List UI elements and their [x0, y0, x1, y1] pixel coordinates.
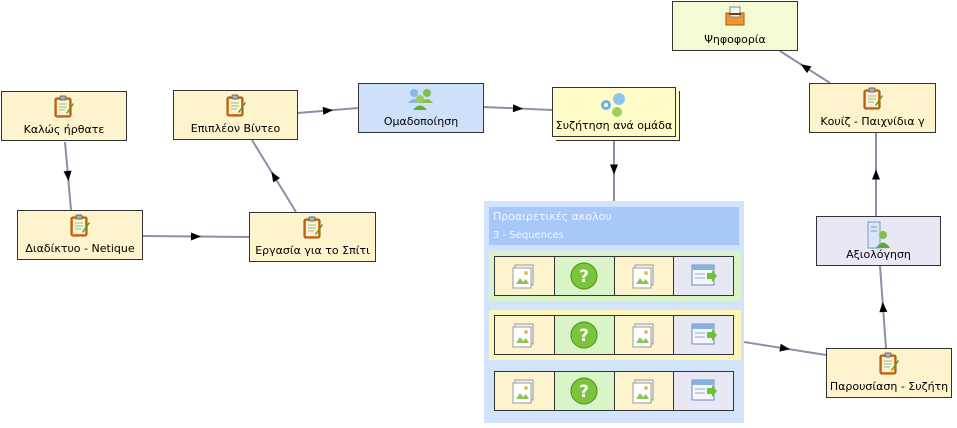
arrow-head	[879, 302, 888, 313]
node-netiquette[interactable]: Διαδίκτυο - Netique	[17, 210, 143, 260]
arrow-head	[63, 170, 72, 181]
arrow-head	[322, 106, 333, 115]
sequence-2[interactable]: ?	[489, 310, 741, 360]
arrow-head	[190, 232, 201, 241]
notebook-icon	[69, 214, 91, 241]
arrow-head	[512, 104, 523, 113]
sequence-activity[interactable]	[674, 316, 733, 354]
node-group-chat[interactable]: Συζήτηση ανά ομάδα	[552, 87, 676, 137]
node-label: Καλώς ήρθατε	[23, 123, 105, 136]
node-grouping[interactable]: Ομαδοποίηση	[358, 83, 484, 133]
people-icon	[405, 87, 437, 114]
notebook-icon	[53, 95, 75, 122]
node-presentation[interactable]: Παρουσίαση - Συζήτη	[826, 348, 952, 398]
node-welcome[interactable]: Καλώς ήρθατε	[1, 91, 127, 141]
arrow-head	[610, 164, 618, 175]
notebook-icon	[302, 216, 324, 243]
node-label: Ομαδοποίηση	[383, 115, 459, 128]
node-label: Επιπλέον Βίντεο	[190, 122, 281, 135]
node-label: Συζήτηση ανά ομάδα	[555, 119, 673, 132]
sequence-activity[interactable]	[495, 257, 555, 295]
sequence-3[interactable]: ?	[489, 366, 741, 416]
sequence-activity[interactable]	[495, 316, 555, 354]
sequence-activity[interactable]: ?	[554, 372, 615, 410]
notebook-icon	[862, 87, 884, 114]
arrow-head	[872, 169, 880, 180]
arrow-head	[779, 343, 790, 352]
assessment-icon	[866, 220, 892, 255]
node-voting[interactable]: Ψηφοφορία	[672, 1, 798, 51]
node-extra-video[interactable]: Επιπλέον Βίντεο	[173, 90, 298, 140]
node-label: Ψηφοφορία	[704, 33, 766, 46]
optional-sequences[interactable]: Προαιρετικές ακολου 3 - Sequences ? ? ?	[484, 201, 744, 423]
node-homework[interactable]: Εργασία για το Σπίτι	[249, 212, 376, 262]
svg-text:?: ?	[579, 382, 589, 402]
node-assessment[interactable]: Αξιολόγηση	[816, 216, 941, 266]
optional-sequences-title: Προαιρετικές ακολου	[493, 210, 612, 223]
sequence-1[interactable]: ?	[489, 251, 741, 301]
sequence-activity[interactable]	[614, 257, 675, 295]
node-label: Κουίζ - Παιχνίδια γ	[820, 115, 925, 128]
node-label: Διαδίκτυο - Netique	[25, 242, 135, 255]
svg-text:?: ?	[579, 267, 589, 287]
sequence-activity[interactable]: ?	[554, 316, 615, 354]
sequence-activity[interactable]	[614, 316, 675, 354]
notebook-icon	[878, 352, 900, 379]
optional-sequences-header: Προαιρετικές ακολου 3 - Sequences	[489, 207, 739, 245]
node-quiz[interactable]: Κουίζ - Παιχνίδια γ	[809, 83, 936, 133]
chat-bubbles-icon	[597, 91, 631, 122]
sequence-activity[interactable]	[674, 257, 733, 295]
sequence-activity[interactable]	[674, 372, 733, 410]
optional-sequences-count: 3 - Sequences	[493, 230, 564, 241]
sequence-activity[interactable]: ?	[554, 257, 615, 295]
node-label: Παρουσίαση - Συζήτη	[829, 380, 949, 393]
ballot-box-icon	[724, 5, 746, 30]
node-label: Αξιολόγηση	[846, 248, 911, 261]
arrow-head	[271, 171, 281, 183]
notebook-icon	[225, 94, 247, 121]
sequence-activity[interactable]	[495, 372, 555, 410]
node-label: Εργασία για το Σπίτι	[255, 244, 370, 257]
arrow-head	[800, 64, 812, 74]
sequence-activity[interactable]	[614, 372, 675, 410]
svg-text:?: ?	[579, 326, 589, 346]
